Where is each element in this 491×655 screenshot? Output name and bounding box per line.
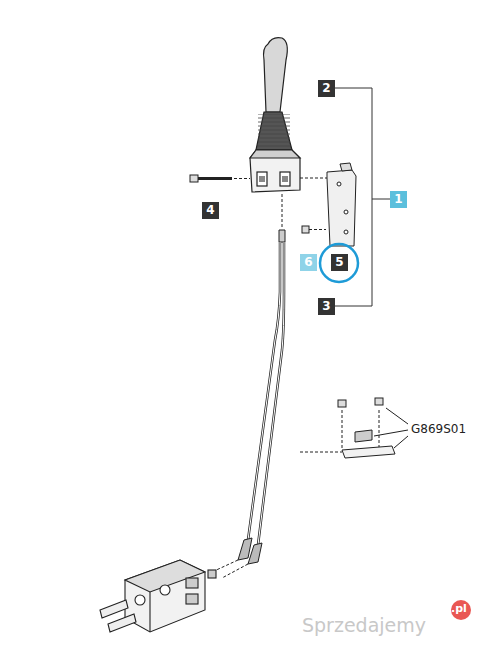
- cables: [212, 194, 285, 578]
- screw: [302, 226, 326, 233]
- watermark-disc: [451, 600, 471, 620]
- watermark-suffix: .pl: [451, 602, 467, 615]
- callout-number: 4: [202, 202, 219, 219]
- pin: [190, 175, 330, 182]
- part-code: G869S01: [411, 422, 466, 436]
- mounting-plate: [327, 163, 356, 246]
- control-valve: [100, 560, 216, 632]
- callout-number: 6: [300, 254, 317, 271]
- callout-number: 1: [390, 191, 407, 208]
- cable-bracket: [300, 398, 408, 458]
- callout-number: 2: [318, 80, 335, 97]
- callout-number: 3: [318, 298, 335, 315]
- callout-number: 5: [331, 254, 348, 271]
- highlight-circle: [320, 244, 358, 282]
- joystick: [250, 38, 300, 192]
- watermark: Sprzedajemy: [302, 614, 426, 636]
